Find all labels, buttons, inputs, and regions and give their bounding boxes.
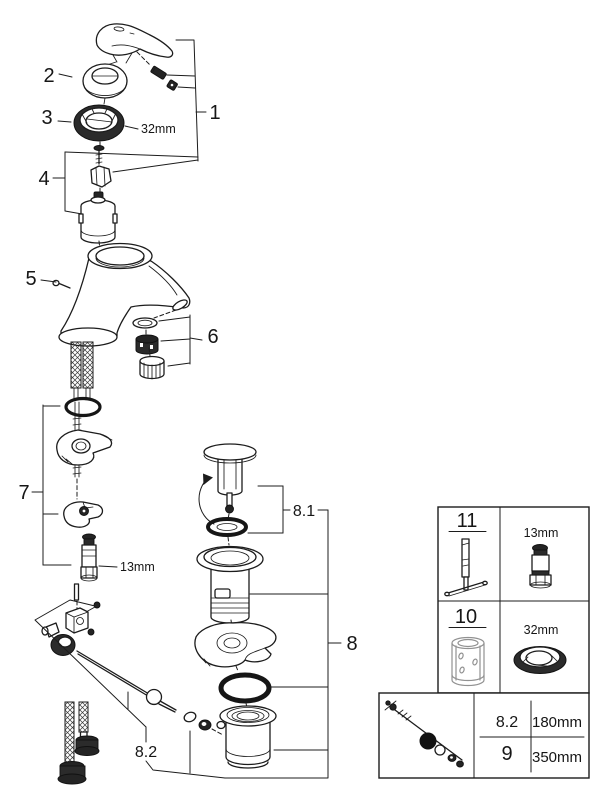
part6-bracket: 6 (158, 314, 219, 367)
size-row2-length: 350mm (532, 749, 582, 766)
dim-32mm-label: 32mm (141, 122, 176, 136)
escutcheon-ring-drawing (82, 63, 128, 105)
rotate-arrowhead (203, 473, 213, 485)
size-row1-length: 180mm (532, 714, 582, 731)
ring-nut-32mm-tool-icon (513, 646, 567, 674)
size-table-box: 8.2 180mm 9 350mm (378, 692, 590, 779)
callout-8-1: 8.1 (293, 503, 315, 520)
ring-nut-drawing (73, 104, 125, 148)
socket-13mm-tool-icon (529, 544, 552, 589)
part1-bracket: 1 (64, 39, 221, 173)
dim-13mm-label: 13mm (120, 560, 155, 574)
aerator-set-drawing (132, 309, 177, 380)
mounting-key-tool-icon (444, 538, 488, 597)
callout-2: 2 (43, 65, 54, 87)
part3-callout: 3 32mm (41, 107, 175, 136)
handle-set-screw (150, 65, 167, 80)
size-row2-ref: 9 (501, 743, 512, 765)
cartridge-set-drawing (78, 145, 118, 251)
callout-3: 3 (41, 107, 52, 129)
socket-tube-tool-icon (451, 636, 485, 687)
part8-brackets: 8.1 8 (224, 485, 358, 779)
tool-10-label: 10 (455, 606, 477, 628)
size-row1-ref: 8.2 (496, 714, 518, 731)
tool-11-size-label: 13mm (524, 526, 559, 540)
size-table: 8.2 180mm 9 350mm (479, 700, 585, 773)
callout-4: 4 (38, 168, 49, 190)
part2-callout: 2 (43, 65, 73, 87)
tool-11-label: 11 (457, 510, 478, 532)
callout-1: 1 (209, 102, 220, 124)
fixing-set-drawing (56, 396, 113, 610)
callout-6: 6 (207, 326, 218, 348)
tool-10-size-label: 32mm (524, 623, 559, 637)
callout-8: 8 (346, 633, 357, 655)
toolbox: 11 13mm 10 (437, 506, 590, 694)
part7-bracket: 7 13mm (18, 404, 155, 574)
popup-rod-set-drawing (41, 601, 224, 785)
handle-lever-drawing (95, 23, 178, 91)
callout-5: 5 (25, 268, 36, 290)
faucet-body-drawing (52, 242, 191, 401)
callout-8-2: 8.2 (135, 744, 157, 761)
drain-set-drawing (194, 443, 277, 769)
part4-bracket: 4 (38, 151, 83, 215)
rod-variant-icon (384, 700, 464, 768)
part8-2-bracket: 8.2 (34, 599, 226, 779)
part5-callout: 5 (25, 268, 57, 290)
callout-7: 7 (18, 482, 29, 504)
